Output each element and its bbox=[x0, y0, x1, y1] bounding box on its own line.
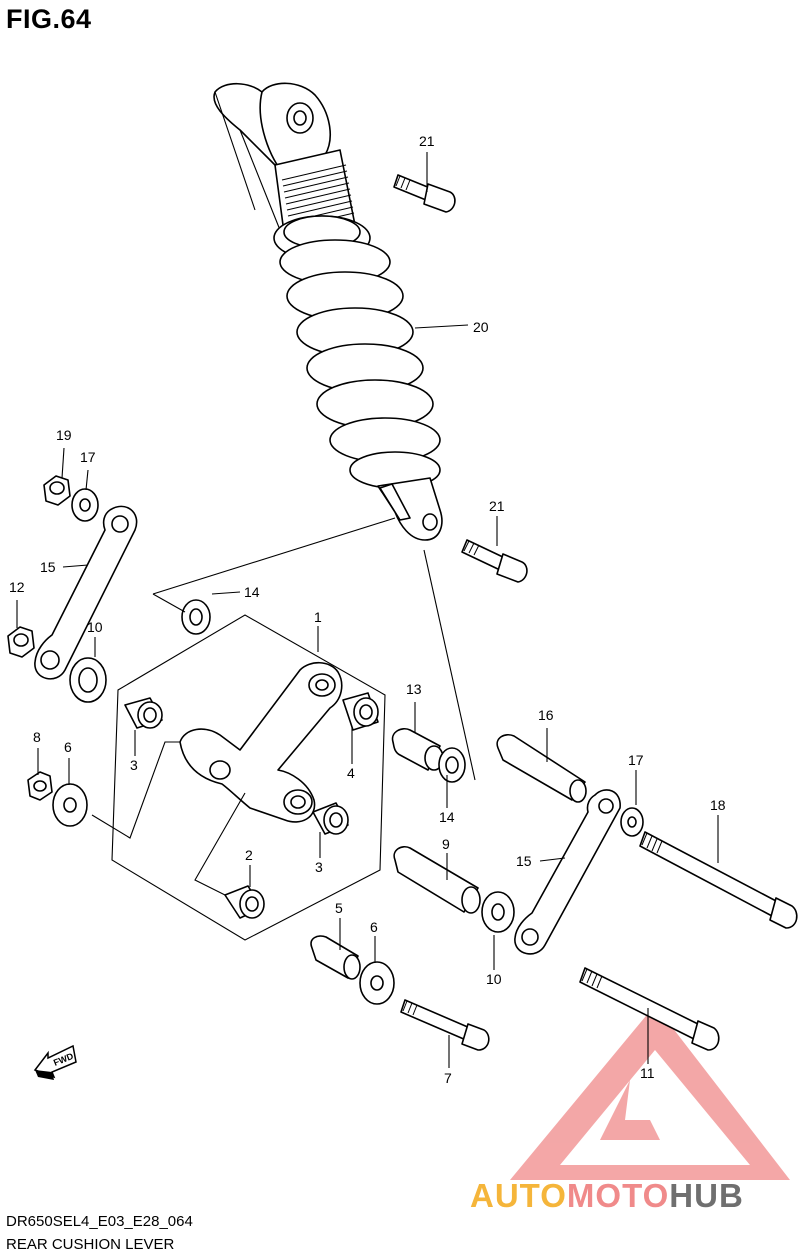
callout-21-lower: 21 bbox=[489, 498, 505, 514]
bolt-18 bbox=[639, 831, 798, 929]
callout-11: 11 bbox=[640, 1065, 655, 1081]
figure-title: FIG.64 bbox=[6, 4, 92, 34]
bolt-11 bbox=[579, 967, 720, 1051]
callout-numbers: 21 20 19 17 15 12 10 14 1 21 13 16 8 6 3… bbox=[9, 133, 726, 1086]
spacer-13 bbox=[391, 727, 444, 771]
link-rod-15-right bbox=[514, 789, 621, 955]
watermark-hub: HUB bbox=[669, 1177, 744, 1214]
figure-name: REAR CUSHION LEVER bbox=[6, 1236, 175, 1253]
callout-14-lower: 14 bbox=[439, 809, 455, 825]
callout-16: 16 bbox=[538, 707, 554, 723]
callout-14-top: 14 bbox=[244, 584, 260, 600]
seal-10-left bbox=[69, 657, 107, 703]
nut-8 bbox=[27, 771, 53, 801]
callout-3-upper: 3 bbox=[130, 757, 138, 773]
callout-17-right: 17 bbox=[628, 752, 644, 768]
callout-leaders bbox=[16, 152, 719, 1068]
callout-18: 18 bbox=[710, 797, 726, 813]
washer-6-left bbox=[52, 783, 88, 827]
pipe-16 bbox=[496, 733, 587, 803]
watermark-auto: AUTO bbox=[470, 1177, 567, 1214]
callout-20: 20 bbox=[473, 319, 489, 335]
callout-12: 12 bbox=[9, 579, 25, 595]
watermark-triangle-icon bbox=[510, 1005, 790, 1180]
callout-6-left: 6 bbox=[64, 739, 72, 755]
spacer-9 bbox=[393, 845, 481, 914]
seal-14-top bbox=[181, 599, 211, 635]
nut-19 bbox=[43, 475, 71, 506]
callout-5: 5 bbox=[335, 900, 343, 916]
callout-6-right: 6 bbox=[370, 919, 378, 935]
cushion-lever-1 bbox=[179, 661, 343, 823]
callout-3-lower: 3 bbox=[315, 859, 323, 875]
callout-10-right: 10 bbox=[486, 971, 502, 987]
link-rod-15-left bbox=[34, 505, 138, 680]
spacer-5 bbox=[310, 935, 361, 980]
washer-17-left bbox=[71, 488, 99, 522]
callout-1: 1 bbox=[314, 609, 322, 625]
callout-17-left: 17 bbox=[80, 449, 96, 465]
callout-21-top: 21 bbox=[419, 133, 435, 149]
bolt-21-top bbox=[393, 174, 456, 213]
watermark-logo: AUTOMOTOHUB bbox=[470, 1177, 744, 1215]
bushing-3-lower bbox=[312, 802, 349, 835]
bushing-4 bbox=[342, 692, 379, 731]
callout-2: 2 bbox=[245, 847, 253, 863]
callout-15-left: 15 bbox=[40, 559, 56, 575]
callout-8: 8 bbox=[33, 729, 41, 745]
lever-assembly-frame bbox=[111, 614, 386, 941]
bushing-2 bbox=[224, 885, 265, 919]
washer-6-right bbox=[359, 961, 395, 1005]
callout-4: 4 bbox=[347, 765, 355, 781]
bolt-7 bbox=[400, 999, 490, 1051]
shock-absorber bbox=[213, 82, 443, 541]
seal-10-right bbox=[481, 891, 515, 933]
figure-code: DR650SEL4_E03_E28_064 bbox=[6, 1213, 193, 1230]
callout-13: 13 bbox=[406, 681, 422, 697]
nut-12 bbox=[7, 626, 35, 658]
bolt-21-lower bbox=[461, 539, 528, 583]
seal-14-lower bbox=[438, 747, 466, 783]
callout-9: 9 bbox=[442, 836, 450, 852]
watermark-moto: MOTO bbox=[566, 1177, 670, 1214]
fwd-arrow-icon: FWD bbox=[33, 1044, 77, 1080]
callout-15-right: 15 bbox=[516, 853, 532, 869]
callout-19: 19 bbox=[56, 427, 72, 443]
washer-17-right bbox=[620, 807, 644, 837]
callout-10-left: 10 bbox=[87, 619, 103, 635]
callout-7: 7 bbox=[444, 1070, 452, 1086]
bushing-3-upper bbox=[124, 697, 163, 729]
